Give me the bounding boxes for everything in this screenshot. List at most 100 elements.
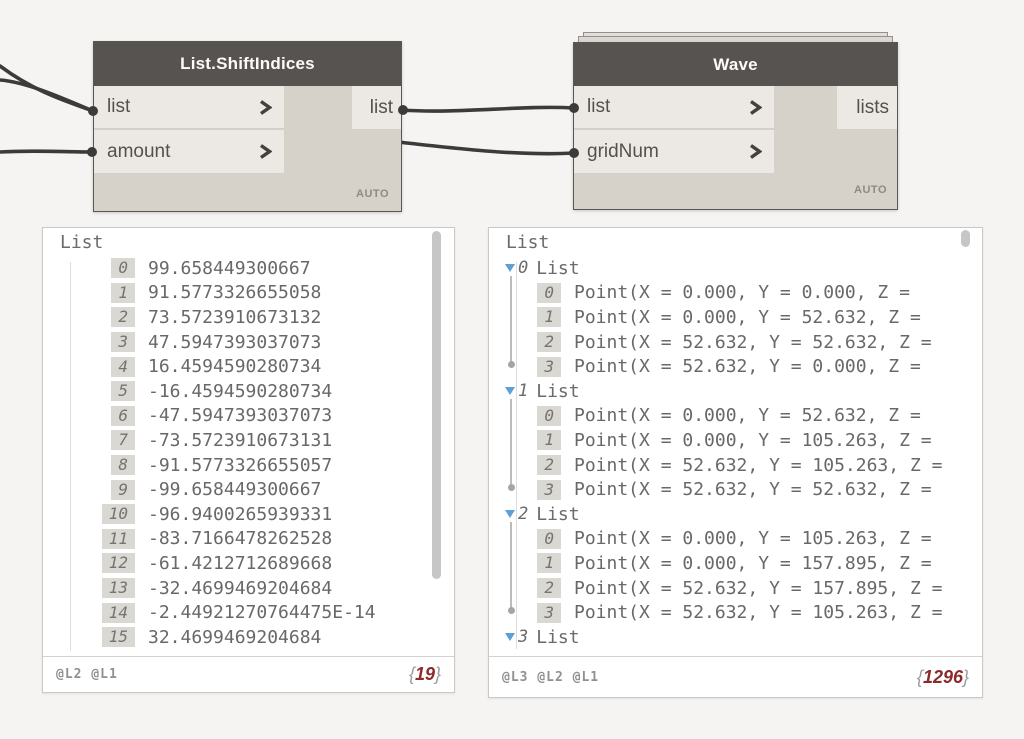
input-port-list[interactable]: list — [574, 86, 774, 129]
list-item: 10-96.9400265939331 — [43, 502, 453, 527]
list-index-chip: 6 — [111, 405, 135, 426]
use-levels-label[interactable]: @L2 @L1 — [56, 667, 118, 682]
input-label-list: list — [107, 96, 131, 117]
collapse-triangle-icon[interactable] — [505, 387, 515, 396]
list-index-chip: 2 — [537, 332, 561, 353]
list-item-index-col: 2 — [525, 455, 561, 476]
lacing-label[interactable]: AUTO — [356, 188, 389, 200]
list-item: 3 Point(X = 52.632, Y = 52.632, Z = — [489, 477, 981, 502]
list-item: 2 Point(X = 52.632, Y = 105.263, Z = — [489, 453, 981, 478]
list-index-chip: 0 — [537, 405, 561, 426]
chevron-right-icon[interactable] — [258, 99, 272, 116]
list-item-value: 91.5773326655058 — [148, 282, 322, 304]
list-item: 6-47.5947393037073 — [43, 404, 453, 429]
list-item-index-col: 2 — [525, 578, 561, 599]
list-item-value: Point(X = 0.000, Y = 52.632, Z = — [574, 306, 921, 328]
input-port-gridnum[interactable]: gridNum — [574, 130, 774, 173]
chevron-right-icon[interactable] — [748, 99, 762, 116]
list-item-value: 99.658449300667 — [148, 257, 311, 279]
collapse-triangle-icon[interactable] — [505, 633, 515, 642]
group-guide-line — [507, 276, 515, 369]
scrollbar-thumb[interactable] — [432, 231, 441, 579]
use-levels-label[interactable]: @L3 @L2 @L1 — [502, 669, 600, 685]
node-title[interactable]: List.ShiftIndices — [94, 42, 401, 86]
collapse-triangle-icon[interactable] — [505, 510, 515, 519]
input-port-amount[interactable]: amount — [94, 130, 284, 173]
node-title[interactable]: Wave — [574, 43, 897, 86]
wire-to-gridnum-input[interactable] — [396, 140, 576, 156]
list-index-chip: 3 — [537, 602, 561, 623]
chevron-right-icon[interactable] — [748, 143, 762, 160]
list-index-chip: 3 — [537, 479, 561, 500]
output-label-list: list — [369, 96, 393, 118]
list-item-index-col: 1 — [525, 553, 561, 574]
input-port-list[interactable]: list — [94, 86, 284, 129]
wire-to-list-input-b[interactable] — [0, 78, 95, 113]
list-index-chip: 0 — [111, 258, 135, 279]
list-item-value: Point(X = 52.632, Y = 105.263, Z = — [574, 454, 943, 476]
list-item-value: -61.4212712689668 — [148, 552, 333, 574]
lacing-label[interactable]: AUTO — [854, 184, 887, 196]
list-item-value: Point(X = 0.000, Y = 0.000, Z = — [574, 282, 910, 304]
list-item-value: -16.4594590280734 — [148, 380, 333, 402]
list-item: 7-73.5723910673131 — [43, 428, 453, 453]
list-item-value: Point(X = 0.000, Y = 105.263, Z = — [574, 528, 932, 550]
list-item-index-col: 11 — [83, 528, 135, 549]
collapse-triangle-icon[interactable] — [505, 264, 515, 273]
group-index: 1 — [518, 381, 529, 402]
list-item-index-col: 3 — [525, 602, 561, 623]
list-item: 12 -61.4212712689668 — [43, 551, 453, 576]
wire-list-to-wave-list[interactable] — [400, 105, 576, 113]
list-index-chip: 1 — [537, 430, 561, 451]
list-item-index-col: 8 — [83, 455, 135, 476]
list-index-chip: 8 — [111, 455, 135, 476]
list-index-chip: 3 — [111, 332, 135, 353]
list-item-value: Point(X = 52.632, Y = 157.895, Z = — [574, 577, 943, 599]
list-item-index-col: 9 — [83, 479, 135, 500]
list-item-index-col: 7 — [83, 430, 135, 451]
wire-to-list-input-a[interactable] — [0, 64, 95, 113]
list-item-index-col: 1 — [525, 430, 561, 451]
wire-to-amount-input[interactable] — [0, 149, 94, 154]
node-list-shiftindices[interactable]: List.ShiftIndices list amount list AUTO — [93, 41, 402, 212]
item-count: {19} — [408, 664, 441, 684]
output-label-lists: lists — [856, 96, 889, 118]
list-index-chip: 1 — [537, 553, 561, 574]
list-index-chip: 2 — [537, 578, 561, 599]
list-item-value: Point(X = 52.632, Y = 105.263, Z = — [574, 602, 943, 624]
list-index-chip: 12 — [101, 553, 135, 574]
list-item-index-col: 6 — [83, 405, 135, 426]
list-index-chip: 3 — [537, 356, 561, 377]
list-item-index-col: 12 — [83, 553, 135, 574]
list-item-value: 73.5723910673132 — [148, 306, 322, 328]
list-item-index-col: 0 — [525, 528, 561, 549]
list-index-chip: 5 — [111, 381, 135, 402]
node-wave[interactable]: Wave list gridNum lists AUTO — [573, 42, 898, 210]
list-item-index-col: 15 — [83, 627, 135, 648]
list-item: 5 -16.4594590280734 — [43, 379, 453, 404]
scrollbar-thumb[interactable] — [961, 230, 970, 247]
list-item-value: -32.4699469204684 — [148, 577, 333, 599]
list-item-value: Point(X = 0.000, Y = 52.632, Z = — [574, 405, 921, 427]
output-port-list[interactable]: list — [352, 86, 401, 129]
output-port-lists[interactable]: lists — [837, 86, 897, 129]
list-index-chip: 4 — [111, 356, 135, 377]
list-item: 14-2.44921270764475E-14 — [43, 600, 453, 625]
input-label-gridnum: gridNum — [587, 140, 659, 162]
list-item-value: Point(X = 52.632, Y = 52.632, Z = — [574, 479, 932, 501]
chevron-right-icon[interactable] — [258, 143, 272, 160]
list-item-value: -91.5773326655057 — [148, 454, 333, 476]
